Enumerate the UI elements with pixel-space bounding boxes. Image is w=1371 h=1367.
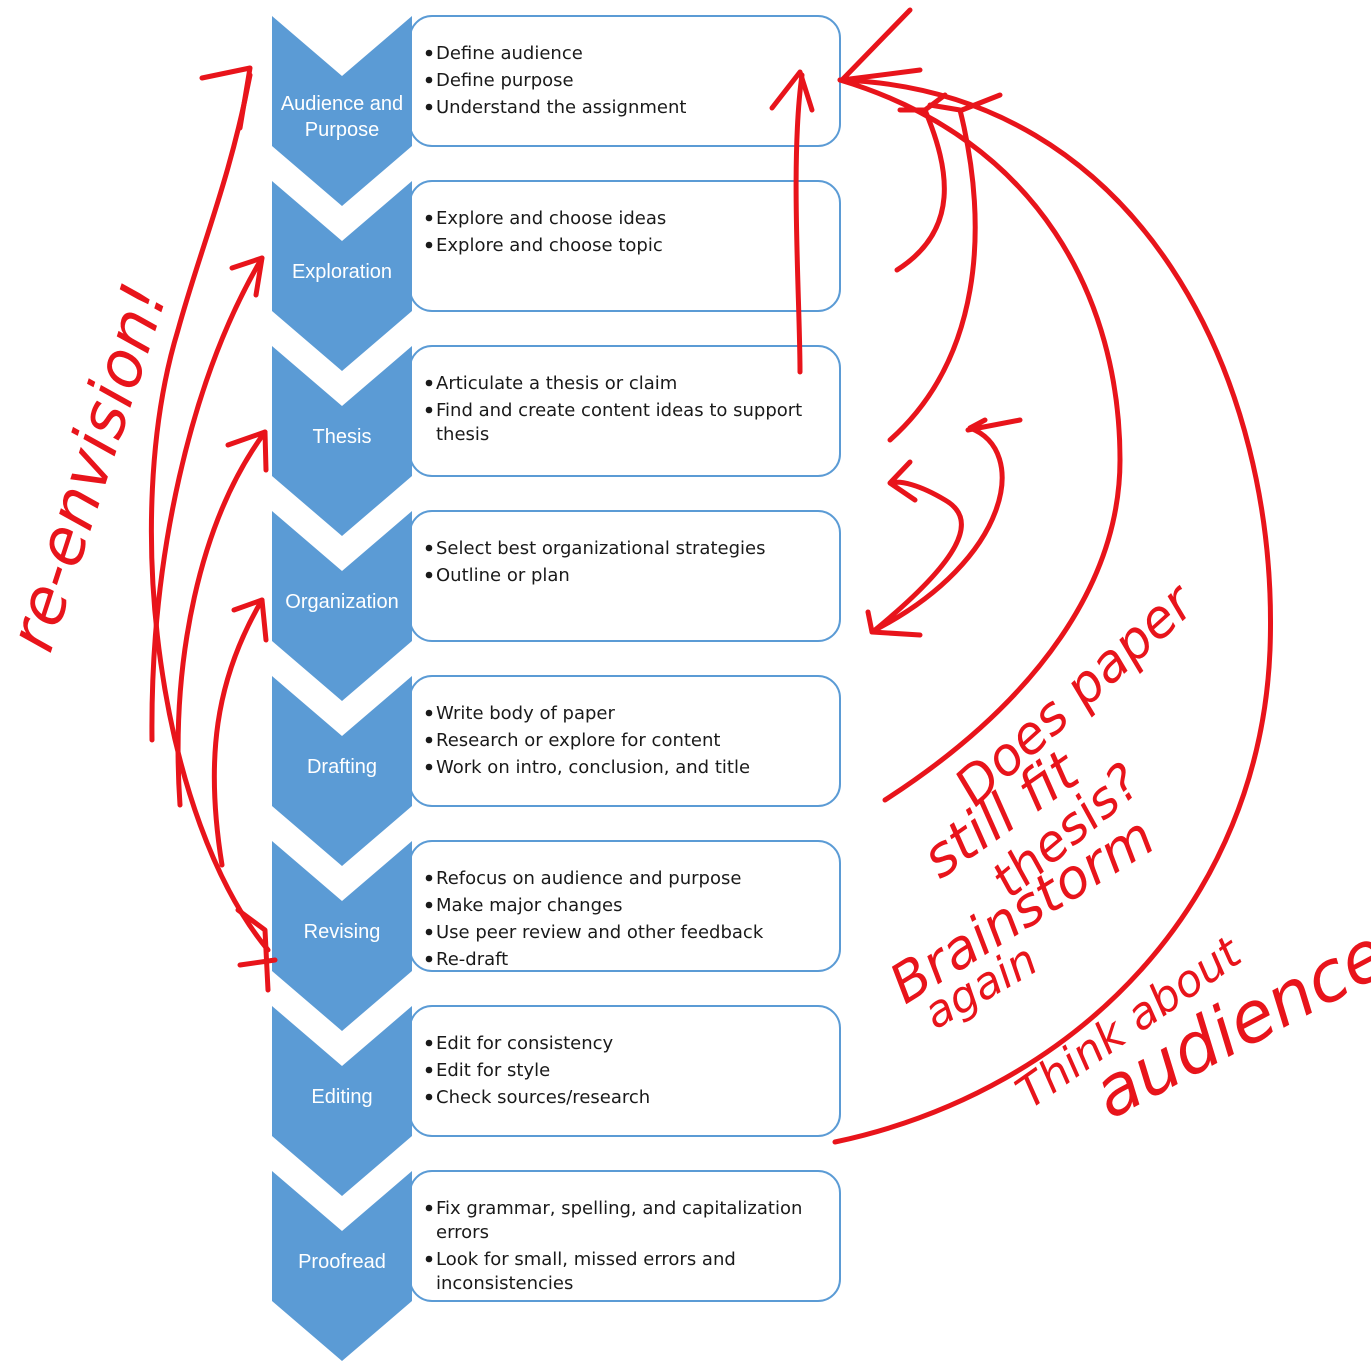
bullet-item: Write body of paper (436, 703, 616, 724)
bullet-item: Refocus on audience and purpose (436, 868, 741, 889)
left-arrow-to-audience (148, 72, 271, 953)
bullet-dot (425, 928, 433, 936)
bullet-item: Define audience (436, 43, 583, 64)
bullet-dot (425, 901, 433, 909)
bullet-item: Find and create content ideas to support… (436, 400, 802, 445)
bullet-dot (425, 736, 433, 744)
left-arrow-to-thesis (175, 429, 268, 808)
bullet-item: Select best organizational strategies (436, 538, 765, 559)
step-chevron (272, 181, 412, 371)
organization-curve (872, 459, 964, 633)
left-arrow-to-exploration (149, 255, 265, 743)
step-chevrons (272, 16, 412, 1361)
step-chevron (272, 1006, 412, 1196)
bullet-item: Edit for style (436, 1060, 550, 1081)
bullet-dot (425, 406, 433, 414)
step-chevron (272, 346, 412, 536)
bullet-dot (425, 1093, 433, 1101)
bullet-dot (425, 241, 433, 249)
bullet-item: Outline or plan (436, 565, 570, 586)
big-curve-editing (832, 77, 1273, 1145)
step-label: Drafting (307, 756, 377, 778)
bullet-item: Work on intro, conclusion, and title (436, 757, 750, 778)
step-label: Exploration (292, 261, 392, 283)
bullet-dot (425, 1066, 433, 1074)
small-hook-2 (887, 92, 1003, 443)
bullet-item: Re-draft (436, 949, 508, 970)
bullet-item: Define purpose (436, 70, 574, 91)
bullet-item: Check sources/research (436, 1087, 650, 1108)
left-arrow-to-organization-head (231, 597, 269, 643)
bullet-dot (425, 49, 433, 57)
step-label: Thesis (313, 426, 372, 448)
bullet-dot (425, 76, 433, 84)
left-arrow-to-thesis-head (225, 429, 269, 473)
bullet-dot (425, 955, 433, 963)
top-arrowhead (839, 7, 923, 83)
bullet-dot (425, 379, 433, 387)
step-chevron (272, 841, 412, 1031)
bullet-item: Research or explore for content (436, 730, 720, 751)
organization-arrowhead (865, 609, 923, 638)
bullet-dot (425, 214, 433, 222)
revise-mark (235, 907, 278, 993)
step-chevron (272, 676, 412, 866)
organization-curve-2 (872, 417, 1023, 633)
left-arrow-to-audience-head (199, 65, 253, 131)
step-chevron (272, 511, 412, 701)
bullet-dot (425, 709, 433, 717)
bullet-item: Articulate a thesis or claim (436, 373, 677, 394)
bullet-item: Fix grammar, spelling, and capitalizatio… (436, 1198, 802, 1243)
bullet-dot (425, 571, 433, 579)
big-curve-drafting (837, 77, 1123, 803)
bullet-item: Explore and choose ideas (436, 208, 666, 229)
bullet-dot (425, 103, 433, 111)
left-arrow-to-exploration-head (229, 255, 265, 298)
step-label: Organization (285, 591, 398, 613)
bullet-dot (425, 1204, 433, 1212)
step-chevron (272, 1171, 412, 1361)
bullet-dot (425, 544, 433, 552)
bullet-item: Explore and choose topic (436, 235, 663, 256)
step-label: Revising (304, 921, 381, 943)
bullet-item: Use peer review and other feedback (436, 922, 764, 943)
bullet-dot (425, 1255, 433, 1263)
step-label: Proofread (298, 1251, 386, 1273)
step-label: Editing (311, 1086, 372, 1108)
thesis-to-audience-arrow-head (769, 69, 815, 113)
bullet-item: Understand the assignment (436, 97, 686, 118)
bullet-item: Make major changes (436, 895, 622, 916)
bullet-dot (425, 1039, 433, 1047)
left-arrow-to-organization (211, 597, 265, 868)
thesis-to-audience-arrow (793, 72, 805, 375)
step-chevron (272, 16, 412, 206)
bullet-dot (425, 874, 433, 882)
bullet-item: Edit for consistency (436, 1033, 614, 1054)
bullet-dot (425, 763, 433, 771)
